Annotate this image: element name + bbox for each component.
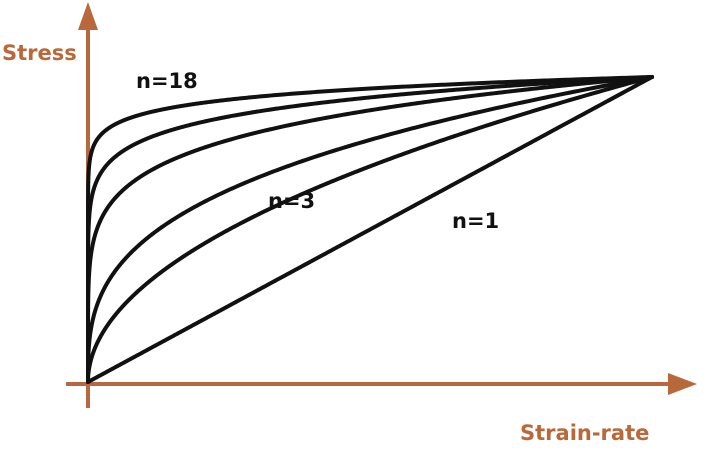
curve-n1 [86, 75, 654, 384]
curve-label-n1: n=1 [452, 209, 499, 233]
curve-n2 [86, 75, 654, 384]
x-axis-label: Strain-rate [520, 421, 649, 445]
curve-n3 [86, 75, 654, 384]
x-axis-arrowhead [668, 373, 697, 395]
y-axis-label: Stress [2, 41, 77, 65]
curve-n10 [86, 75, 654, 384]
curve-label-n3: n=3 [268, 189, 315, 213]
curve-label-n18: n=18 [136, 69, 198, 93]
power-law-curves [86, 75, 654, 384]
curve-n18 [86, 75, 654, 384]
curve-n6 [86, 75, 654, 384]
axes [66, 2, 697, 408]
y-axis-arrowhead [78, 2, 98, 30]
